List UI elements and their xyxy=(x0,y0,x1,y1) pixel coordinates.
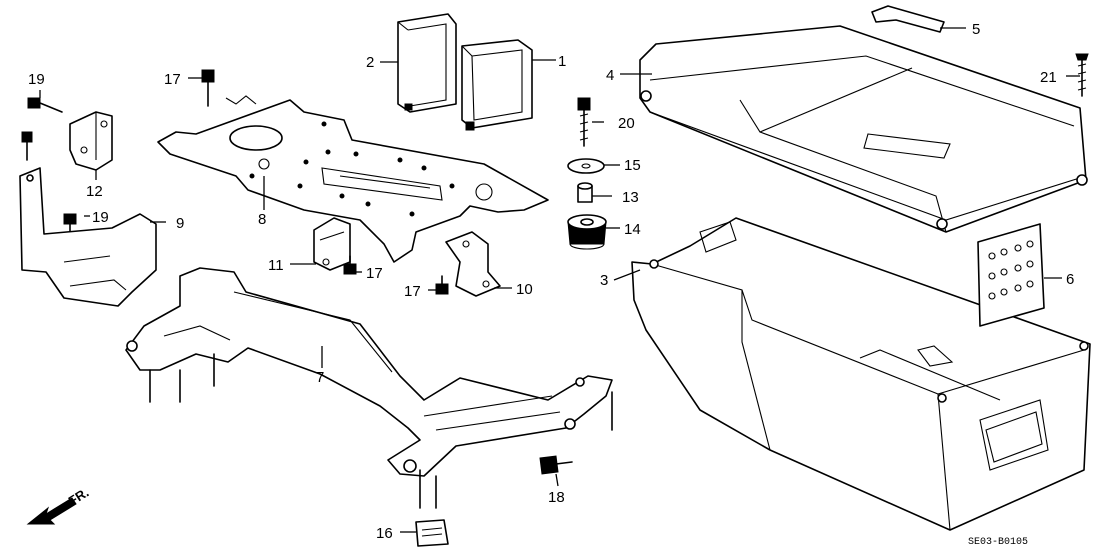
leader-lines xyxy=(39,27,1080,533)
callout-4: 4 xyxy=(606,67,614,84)
ecu-cover-part-4 xyxy=(639,25,1088,233)
callout-17-top: 17 xyxy=(164,71,181,88)
bracket-part-10 xyxy=(445,231,501,297)
clip-part-16 xyxy=(415,519,449,547)
collar-part-13 xyxy=(577,182,593,203)
callout-1: 1 xyxy=(558,53,566,70)
callout-2: 2 xyxy=(366,54,374,71)
rubber-mount-part-14 xyxy=(567,214,607,250)
callout-16: 16 xyxy=(376,525,393,542)
callout-21: 21 xyxy=(1040,69,1057,86)
callout-17-low: 17 xyxy=(404,283,421,300)
callout-3: 3 xyxy=(600,272,608,289)
ecu-case-part-3 xyxy=(631,217,1091,531)
bolt-part-17-low xyxy=(435,275,449,295)
screw-part-21 xyxy=(1075,53,1089,97)
bracket-part-5 xyxy=(871,5,945,33)
callout-17-mid: 17 xyxy=(366,265,383,282)
callout-13: 13 xyxy=(622,189,639,206)
front-arrow-icon xyxy=(26,497,77,525)
callout-19-top: 19 xyxy=(28,71,45,88)
bolt-part-20 xyxy=(577,97,591,147)
bracket-part-12 xyxy=(69,111,113,171)
callout-20: 20 xyxy=(618,115,635,132)
bolt-part-19-top xyxy=(27,97,63,113)
diagram-code: SE03-B0105 xyxy=(968,537,1028,548)
callout-18: 18 xyxy=(548,489,565,506)
sleeve-part-2 xyxy=(397,13,457,113)
callout-15: 15 xyxy=(624,157,641,174)
bolt-part-17-mid xyxy=(343,255,357,275)
callout-6: 6 xyxy=(1066,271,1074,288)
callout-5: 5 xyxy=(972,21,980,38)
callout-12: 12 xyxy=(86,183,103,200)
callout-7: 7 xyxy=(316,369,324,386)
callout-14: 14 xyxy=(624,221,641,238)
callout-labels: 1 2 3 4 5 6 7 8 9 10 11 12 13 14 15 16 1… xyxy=(28,21,1074,542)
frame-part-7 xyxy=(125,267,613,509)
washer-part-15 xyxy=(567,158,605,174)
bracket-part-11 xyxy=(313,217,351,271)
callout-8: 8 xyxy=(258,211,266,228)
bolt-part-18 xyxy=(539,455,573,475)
bracket-part-9 xyxy=(19,167,157,307)
bracket-plate-part-8 xyxy=(157,95,549,263)
callout-10: 10 xyxy=(516,281,533,298)
bolt-part-17-top xyxy=(201,69,215,107)
callout-11: 11 xyxy=(268,257,284,274)
callout-19-mid: 19 xyxy=(92,209,109,226)
bracket-part-6 xyxy=(977,223,1045,327)
callout-9: 9 xyxy=(176,215,184,232)
sleeve-part-1 xyxy=(461,39,533,131)
bolt-left-small xyxy=(21,131,33,161)
